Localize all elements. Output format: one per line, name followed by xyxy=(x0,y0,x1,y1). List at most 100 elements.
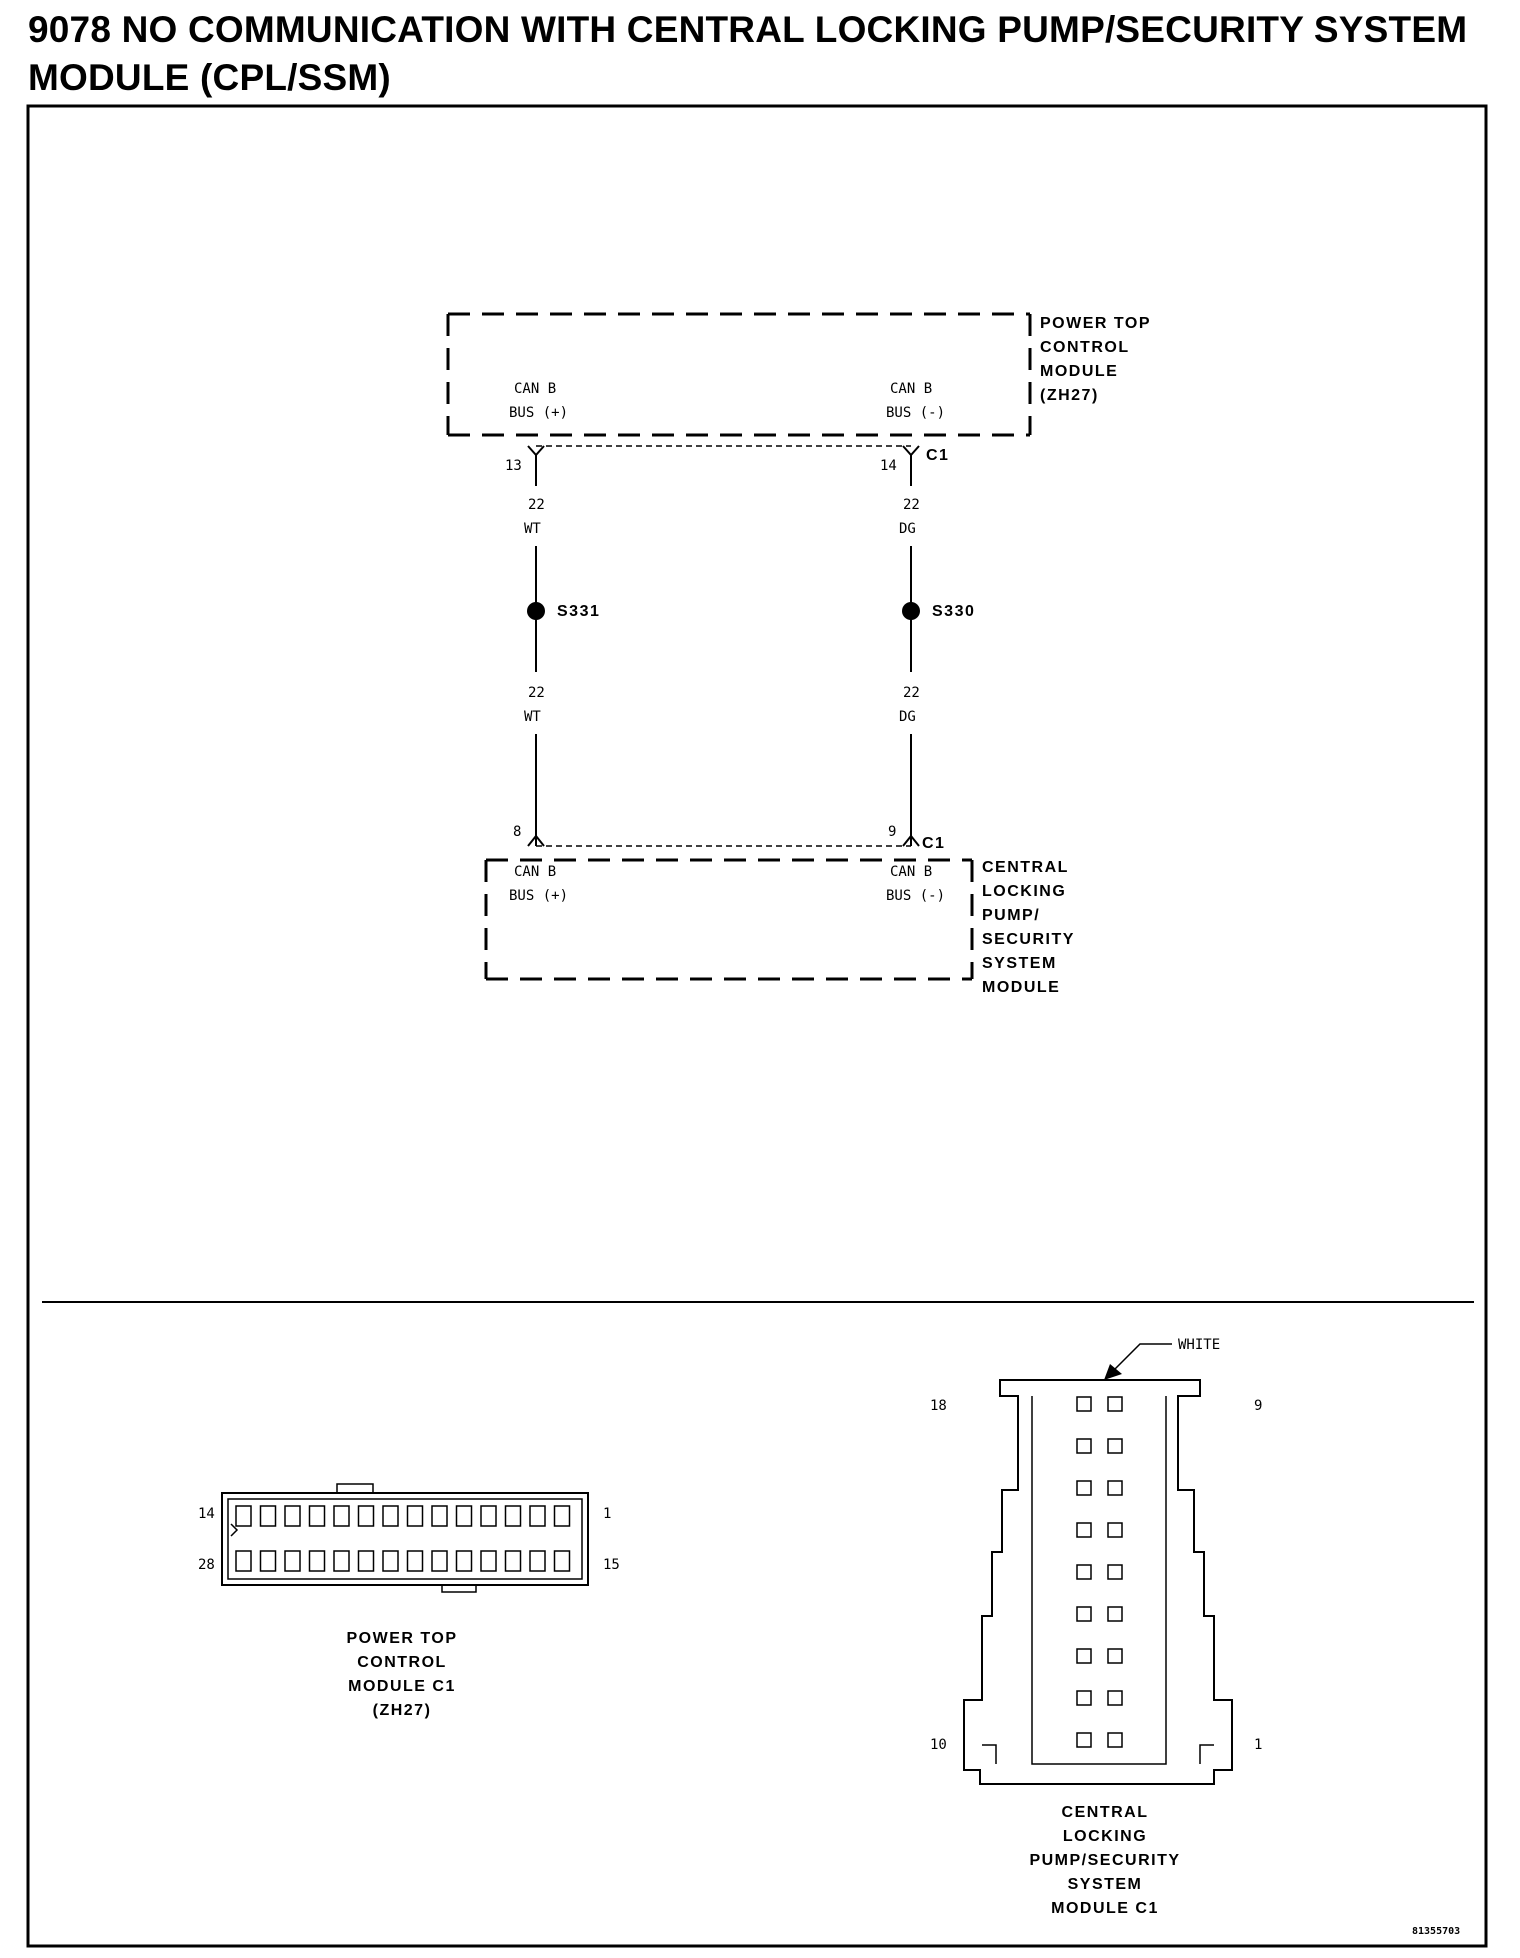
ptcm-pin-cavity xyxy=(382,1550,399,1572)
splice-s331-label: S331 xyxy=(557,603,600,620)
ptcm-pin-cavity xyxy=(529,1505,546,1527)
ptcm-pin-cavities xyxy=(235,1505,571,1572)
cpl-pin-cavity xyxy=(1076,1480,1092,1496)
central-locking-pump-module: CAN B BUS (+) CAN B BUS (-) CENTRAL LOCK… xyxy=(484,858,1075,996)
splice-s330 xyxy=(902,602,920,620)
cpl-face-pin-18: 18 xyxy=(930,1398,947,1414)
splice-s331 xyxy=(527,602,545,620)
ptcm-name-line-1: POWER TOP xyxy=(1040,315,1151,332)
cpl-pin-cavity xyxy=(1107,1732,1123,1748)
wire-right-gauge-top: 22 xyxy=(903,497,920,513)
wire-can-b-minus: 22 DG S330 22 DG xyxy=(899,455,975,846)
splice-s330-label: S330 xyxy=(932,603,975,620)
cpl-pin-cavity xyxy=(1107,1396,1123,1412)
cpl-face-label-4: SYSTEM xyxy=(1068,1876,1143,1893)
ptcm-pin-cavity xyxy=(333,1505,350,1527)
cpl-face-pin-1: 1 xyxy=(1254,1737,1262,1753)
ptcm-face-pin-1: 1 xyxy=(603,1506,611,1522)
ptcm-pin-cavity xyxy=(235,1505,252,1527)
cpl-face-pin-10: 10 xyxy=(930,1737,947,1753)
cpl-pin-cavity xyxy=(1076,1438,1092,1454)
cplssm-name-line-2: LOCKING xyxy=(982,883,1066,900)
cpl-pin-cavity xyxy=(1076,1522,1092,1538)
ptcm-pin-cavity xyxy=(308,1505,326,1527)
cplssm-right-terminal-2: BUS (-) xyxy=(886,888,945,904)
ptcm-pin-cavity xyxy=(284,1550,301,1572)
cplssm-left-terminal-2: BUS (+) xyxy=(509,888,568,904)
ptcm-pin-cavity xyxy=(284,1505,301,1527)
cpl-pin-cavity xyxy=(1107,1564,1123,1580)
ptcm-connector-label: C1 xyxy=(926,447,949,464)
cpl-pin-cavity xyxy=(1107,1522,1123,1538)
ptcm-pin-cavity xyxy=(504,1550,522,1572)
wire-right-color-top: DG xyxy=(899,521,916,537)
page-title: 9078 NO COMMUNICATION WITH CENTRAL LOCKI… xyxy=(28,6,1468,102)
ptcm-pin-13: 13 xyxy=(505,458,522,474)
cpl-face-pin-9: 9 xyxy=(1254,1398,1262,1414)
ptcm-pin-cavity xyxy=(553,1505,571,1527)
cplssm-connector-c1: 8 9 C1 xyxy=(513,824,945,852)
cplssm-connector-label: C1 xyxy=(922,835,945,852)
cpl-pin-cavity xyxy=(1107,1690,1123,1706)
cpl-pin-cavity xyxy=(1076,1396,1092,1412)
cpl-face-label-5: MODULE C1 xyxy=(1051,1900,1159,1917)
connector-color-note: WHITE xyxy=(1178,1337,1220,1353)
ptcm-pin-cavity xyxy=(406,1550,424,1572)
cpl-face-label-3: PUMP/SECURITY xyxy=(1029,1852,1180,1869)
cpl-pin-cavity xyxy=(1107,1648,1123,1664)
ptcm-pin-cavity xyxy=(259,1550,277,1572)
ptcm-pin-14: 14 xyxy=(880,458,897,474)
ptcm-face-label-1: POWER TOP xyxy=(347,1630,458,1647)
ptcm-pin-cavity xyxy=(480,1505,497,1527)
ptcm-right-terminal-1: CAN B xyxy=(890,381,932,397)
cpl-face-label-1: CENTRAL xyxy=(1062,1804,1149,1821)
cplssm-name-line-6: MODULE xyxy=(982,979,1060,996)
cpl-pin-cavity xyxy=(1076,1690,1092,1706)
wire-left-gauge-bottom: 22 xyxy=(528,685,545,701)
ptcm-right-terminal-2: BUS (-) xyxy=(886,405,945,421)
ptcm-left-terminal-1: CAN B xyxy=(514,381,556,397)
wire-left-gauge-top: 22 xyxy=(528,497,545,513)
ptcm-connector-c1: 13 14 C1 xyxy=(505,445,949,474)
cplssm-left-terminal-1: CAN B xyxy=(514,864,556,880)
ptcm-pin-cavity xyxy=(406,1505,424,1527)
cpl-connector-face-view: WHITE 18 9 10 1 CENTRAL LOCKING PUMP/SEC… xyxy=(930,1337,1262,1917)
cpl-pin-cavity xyxy=(1107,1438,1123,1454)
cpl-pin-cavity xyxy=(1107,1606,1123,1622)
ptcm-pin-cavity xyxy=(553,1550,571,1572)
ptcm-name-line-3: MODULE xyxy=(1040,363,1118,380)
wire-right-color-bottom: DG xyxy=(899,709,916,725)
ptcm-face-pin-14: 14 xyxy=(198,1506,215,1522)
cpl-pin-cavity xyxy=(1107,1480,1123,1496)
title-line-1: 9078 NO COMMUNICATION WITH CENTRAL LOCKI… xyxy=(28,9,1468,50)
ptcm-pin-cavity xyxy=(431,1505,448,1527)
cpl-pin-cavity xyxy=(1076,1606,1092,1622)
ptcm-pin-cavity xyxy=(480,1550,497,1572)
cplssm-name-line-3: PUMP/ xyxy=(982,907,1040,924)
wire-right-gauge-bottom: 22 xyxy=(903,685,920,701)
wire-can-b-plus: 22 WT S331 22 WT xyxy=(524,455,600,846)
ptcm-pin-cavity xyxy=(431,1550,448,1572)
diagram-frame xyxy=(26,104,1488,1948)
wire-left-color-top: WT xyxy=(524,521,541,537)
cplssm-pin-9: 9 xyxy=(888,824,896,840)
cpl-pin-cavity xyxy=(1076,1732,1092,1748)
ptcm-face-label-4: (ZH27) xyxy=(373,1702,432,1719)
cplssm-right-terminal-1: CAN B xyxy=(890,864,932,880)
power-top-control-module: CAN B BUS (+) CAN B BUS (-) POWER TOP CO… xyxy=(446,312,1151,437)
wire-left-color-bottom: WT xyxy=(524,709,541,725)
ptcm-name-line-2: CONTROL xyxy=(1040,339,1130,356)
ptcm-face-label-2: CONTROL xyxy=(357,1654,447,1671)
ptcm-face-pin-28: 28 xyxy=(198,1557,215,1573)
cpl-pin-cavity xyxy=(1076,1564,1092,1580)
cplssm-name-line-4: SECURITY xyxy=(982,931,1075,948)
ptcm-pin-cavity xyxy=(308,1550,326,1572)
ptcm-face-pin-15: 15 xyxy=(603,1557,620,1573)
cpl-pin-cavities xyxy=(1076,1396,1123,1748)
ptcm-pin-cavity xyxy=(333,1550,350,1572)
ptcm-pin-cavity xyxy=(529,1550,546,1572)
ptcm-connector-face-view: 14 1 28 15 POWER TOP CONTROL MODULE C1 (… xyxy=(198,1483,620,1719)
ptcm-pin-cavity xyxy=(357,1505,375,1527)
ptcm-left-terminal-2: BUS (+) xyxy=(509,405,568,421)
ptcm-pin-cavity xyxy=(455,1550,473,1572)
